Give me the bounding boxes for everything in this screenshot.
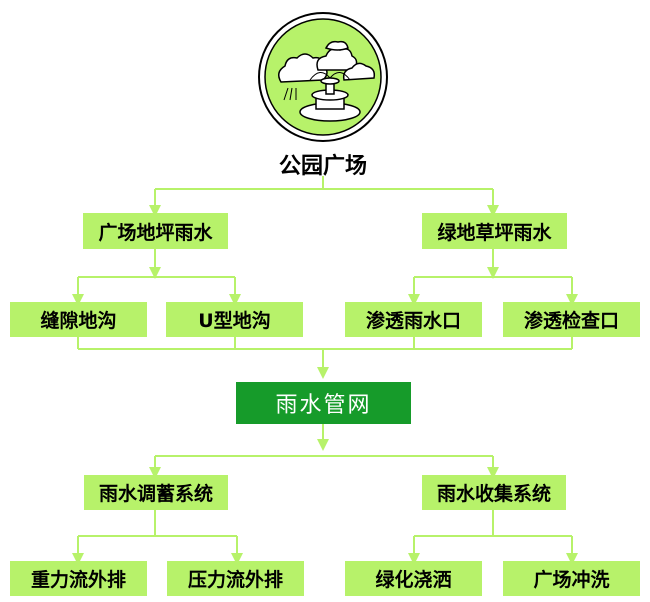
root-title: 公园广场: [278, 154, 367, 179]
node-green-lawn-rain: 绿地草坪雨水: [422, 213, 567, 249]
node-pressure-discharge: 压力流外排: [167, 561, 304, 596]
node-seepage-inspection: 渗透检查口: [503, 302, 640, 337]
node-seepage-inlet: 渗透雨水口: [345, 302, 482, 337]
connector-lines: [72, 176, 578, 565]
node-rainwater-network: 雨水管网: [236, 382, 411, 424]
node-gravity-discharge: 重力流外排: [10, 561, 147, 596]
node-plaza-flushing: 广场冲洗: [503, 561, 640, 596]
node-collection-system: 雨水收集系统: [422, 475, 566, 510]
node-slot-drain: 缝隙地沟: [10, 302, 147, 337]
park-fountain-icon: [258, 12, 388, 142]
node-storage-system: 雨水调蓄系统: [84, 475, 228, 510]
node-u-drain: U型地沟: [166, 302, 303, 337]
node-plaza-ground-rain: 广场地坪雨水: [83, 213, 228, 249]
node-green-irrigation: 绿化浇洒: [345, 561, 482, 596]
